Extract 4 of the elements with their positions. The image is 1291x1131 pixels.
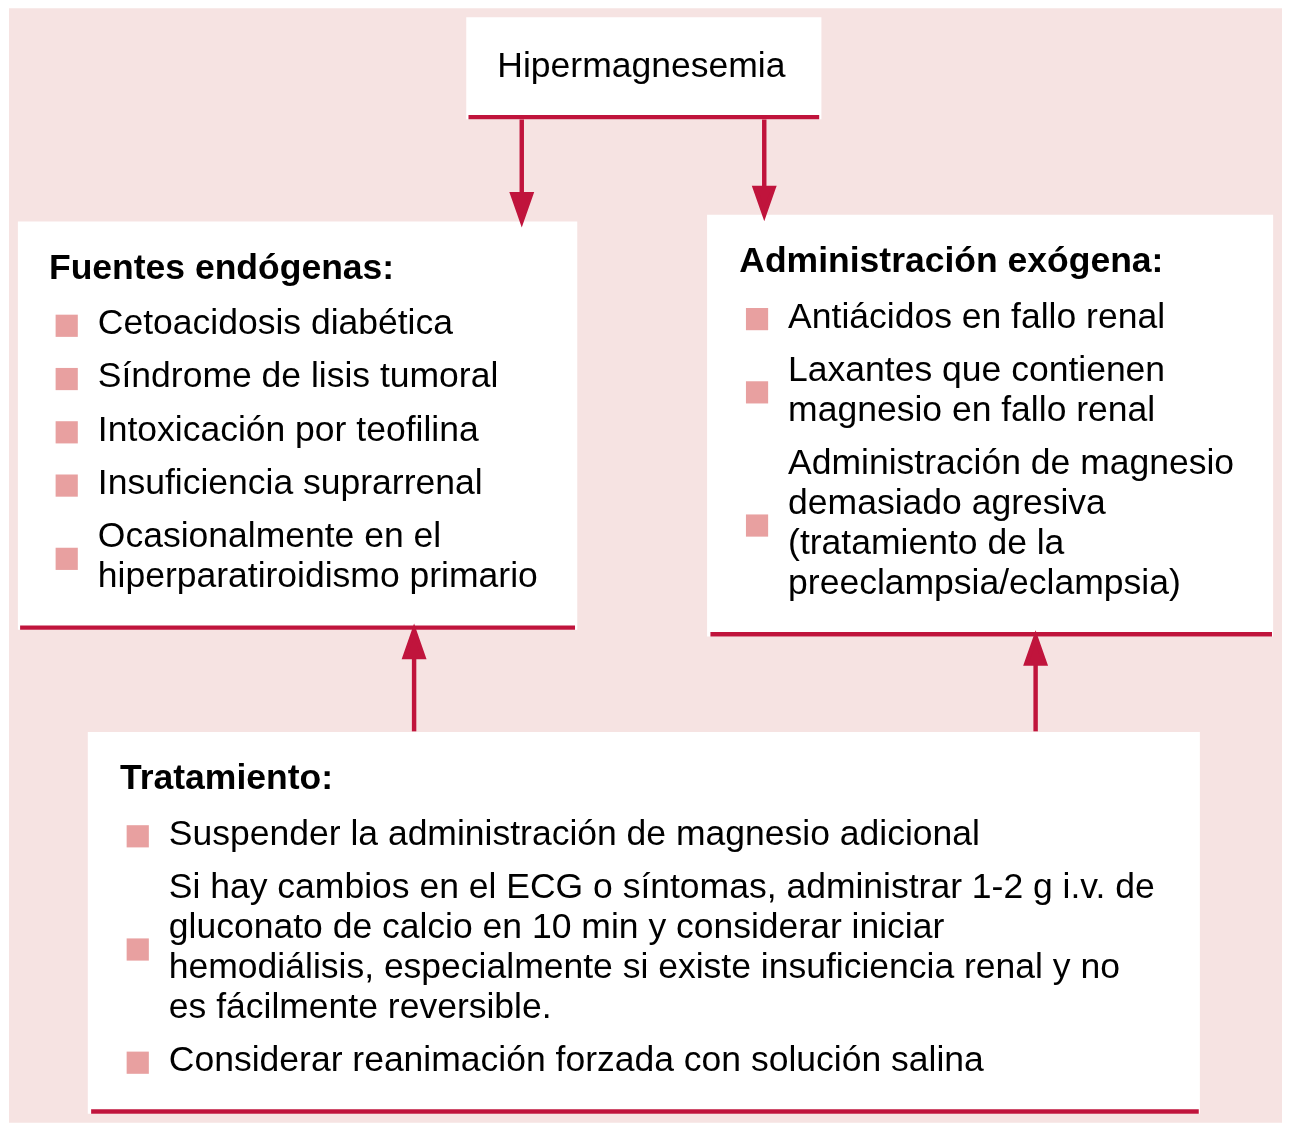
arrow [509, 119, 535, 228]
arrow [401, 623, 427, 732]
arrow [751, 119, 777, 222]
arrow [1023, 630, 1049, 732]
